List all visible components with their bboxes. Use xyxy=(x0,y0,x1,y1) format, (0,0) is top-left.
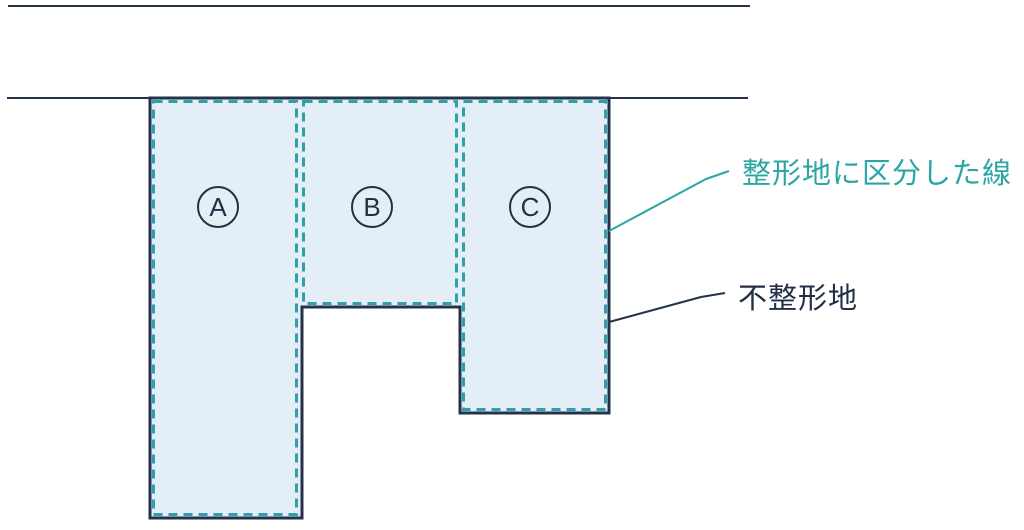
division-rect-a xyxy=(152,100,298,516)
region-b-label: B xyxy=(363,192,381,222)
region-a-marker: A xyxy=(197,186,239,228)
region-c-marker: C xyxy=(509,186,551,228)
division-line-leader xyxy=(608,170,730,232)
division-line-annotation: 整形地に区分した線 xyxy=(742,158,1013,190)
irregular-land-annotation: 不整形地 xyxy=(738,283,859,315)
division-rect-b xyxy=(302,100,458,305)
region-b-marker: B xyxy=(351,186,393,228)
region-a-label: A xyxy=(209,192,227,222)
region-c-label: C xyxy=(520,192,540,222)
irregular-land-shape xyxy=(148,96,611,520)
irregular-land-leader xyxy=(608,292,726,323)
